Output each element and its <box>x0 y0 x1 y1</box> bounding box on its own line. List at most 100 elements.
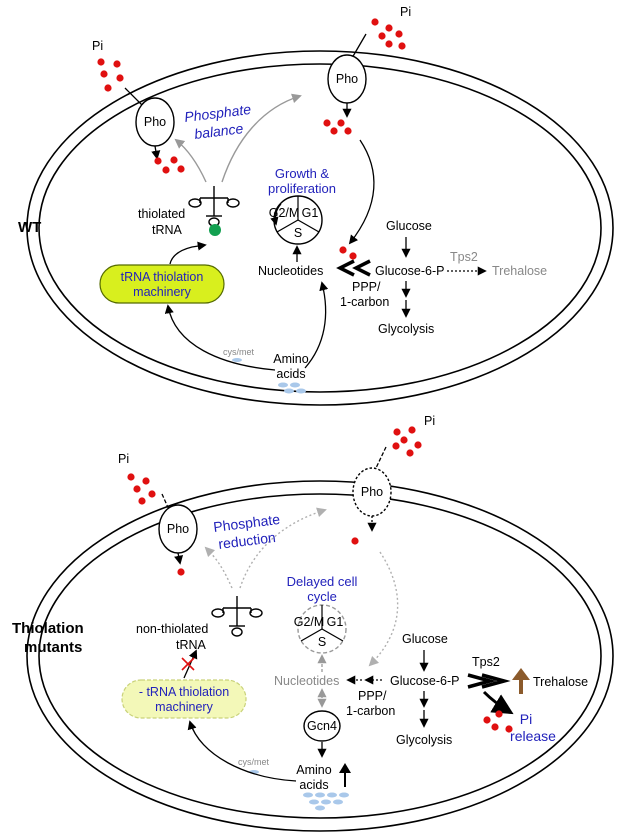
mut-machinery-line1: - tRNA thiolation <box>139 685 229 699</box>
wt-ppp-chevron-1 <box>336 259 355 277</box>
wt-cysmet-label: cys/met <box>223 347 255 357</box>
mut-glycolysis-label: Glycolysis <box>396 733 452 747</box>
wt-pho-right-label: Pho <box>336 72 358 86</box>
mut-glucose6p-label: Glucose-6-P <box>390 674 459 688</box>
mut-reduction-arrow-left <box>204 546 233 589</box>
mut-tps2-chevron-1 <box>467 673 497 689</box>
mut-delayed-line2: cycle <box>307 589 337 604</box>
mut-gcn4-label: Gcn4 <box>307 719 337 733</box>
mut-outer-membrane <box>26 480 614 832</box>
mut-amino-line2: acids <box>299 778 328 792</box>
wt-cysmet-drop <box>232 358 242 362</box>
mut-machinery-line2: machinery <box>155 700 213 714</box>
wt-glucose6p-label: Glucose-6-P <box>375 264 444 278</box>
mut-pho-left-label: Pho <box>167 522 189 536</box>
wt-cycle-s: S <box>294 226 302 240</box>
mut-tps2-chevron-2 <box>481 673 511 689</box>
wt-phosphate-balance-line2: balance <box>193 120 244 142</box>
mut-nonthiolated-trna <box>211 596 263 637</box>
mut-pho-right-label: Pho <box>361 485 383 499</box>
wt-phosphate-cluster-inner-left <box>154 156 185 174</box>
mut-phosphate-inner-left <box>177 568 185 576</box>
wt-phosphate-cluster-inner-right <box>323 119 352 135</box>
wt-label: WT <box>18 219 41 236</box>
wt-pi-to-nucleotides-arrow <box>348 139 375 245</box>
wt-inner-membrane <box>38 63 602 393</box>
amino-acid-increase-arrow-icon <box>339 763 351 787</box>
mut-glucose-label: Glucose <box>402 632 448 646</box>
mut-amino-line1: Amino <box>296 763 331 777</box>
mut-cycle-s: S <box>318 635 326 649</box>
mut-gcn4-node <box>303 710 341 742</box>
mut-phosphate-release-cluster <box>483 710 513 733</box>
wt-outer-membrane <box>26 50 614 406</box>
mut-cycle-g1: G1 <box>327 615 344 629</box>
wt-amino-line1: Amino <box>273 352 308 366</box>
mut-blocked-x-icon <box>181 657 195 671</box>
wt-phosphate-cluster-right <box>371 18 406 50</box>
wt-sulfur-modification-dot <box>209 224 221 236</box>
mut-phosphate-cluster-right <box>392 426 422 457</box>
mut-amino-acid-drops <box>303 792 349 811</box>
wt-thiolated-trna <box>188 186 240 227</box>
mut-nonthiolated-line2: tRNA <box>176 638 207 652</box>
mut-pi-to-nucleotides-arrow <box>368 551 399 667</box>
wt-pho-left-arrow <box>151 145 161 160</box>
mut-trna-thiolation-machinery <box>121 679 247 719</box>
mut-ppp-line2: 1-carbon <box>346 704 395 718</box>
wt-phosphate-cluster-left <box>97 58 124 92</box>
wt-machinery-line1: tRNA thiolation <box>121 270 204 284</box>
mut-ppp-line1: PPP/ <box>358 689 387 703</box>
wt-amino-to-machinery-arrow <box>164 304 276 371</box>
mut-label-line1: Thiolation <box>12 620 84 637</box>
wt-growth-line2: proliferation <box>268 181 336 196</box>
wt-nucleotides-label: Nucleotides <box>258 264 323 278</box>
wt-pi-right-label: Pi <box>400 5 411 19</box>
mut-pi-right-label: Pi <box>424 414 435 428</box>
wt-glucose-label: Glucose <box>386 219 432 233</box>
mut-cell-cycle-wheel: G2/M G1 S <box>294 604 347 654</box>
wt-trna-thiolation-machinery <box>99 264 225 304</box>
mut-nonthiolated-line1: non-thiolated <box>136 622 208 636</box>
mut-machinery-to-trna-arrow <box>183 649 198 679</box>
mut-pi-right-entry <box>375 446 387 469</box>
mut-pi-release-arrow <box>482 690 514 715</box>
wt-tps2-label: Tps2 <box>450 250 478 264</box>
mut-amino-to-machinery-arrow <box>187 720 297 782</box>
mut-inner-membrane <box>38 493 602 819</box>
wt-balance-arrow-right <box>221 93 302 183</box>
wt-trehalose-label: Trehalose <box>492 264 547 278</box>
mut-tps2-label: Tps2 <box>472 655 500 669</box>
mutant-panel: Thiolation mutants Pi Pho Pi Pho <box>12 414 614 832</box>
wt-machinery-line2: machinery <box>133 285 191 299</box>
wt-thiolated-label-line2: tRNA <box>152 223 183 237</box>
mut-phosphate-inner-right <box>351 537 359 545</box>
wt-ppp-line1: PPP/ <box>352 280 381 294</box>
wt-pi-left-label: Pi <box>92 39 103 53</box>
wt-pho-left-label: Pho <box>144 115 166 129</box>
wt-amino-acid-drops <box>278 382 306 394</box>
wt-amino-line2: acids <box>276 367 305 381</box>
wt-phosphate-near-nucleotides <box>339 246 357 260</box>
mut-label-line2: mutants <box>24 639 82 656</box>
wt-pi-right-entry <box>351 33 367 59</box>
mut-trehalose-label: Trehalose <box>533 675 588 689</box>
mut-cycle-g2m: G2/M <box>294 615 325 629</box>
mut-pi-release-line1: Pi <box>520 711 532 727</box>
wt-growth-line1: Growth & <box>275 166 330 181</box>
wt-amino-to-nucleotides-arrow <box>304 281 329 369</box>
mut-phosphate-cluster-left <box>127 473 156 505</box>
wt-machinery-to-trna-arrow <box>169 241 207 265</box>
wt-thiolated-label-line1: thiolated <box>138 207 185 221</box>
mut-cysmet-label: cys/met <box>238 757 270 767</box>
mut-pi-left-label: Pi <box>118 452 129 466</box>
trehalose-increase-arrow-icon <box>512 668 530 694</box>
wt-cycle-g1: G1 <box>302 206 319 220</box>
mut-reduction-arrow-right <box>239 507 327 589</box>
mut-reduction-line2: reduction <box>217 529 276 552</box>
wt-panel: WT Pi Pho Pi Pho <box>18 5 614 406</box>
mut-delayed-line1: Delayed cell <box>287 574 358 589</box>
wt-balance-arrow-left <box>174 138 207 183</box>
wt-ppp-line2: 1-carbon <box>340 295 389 309</box>
